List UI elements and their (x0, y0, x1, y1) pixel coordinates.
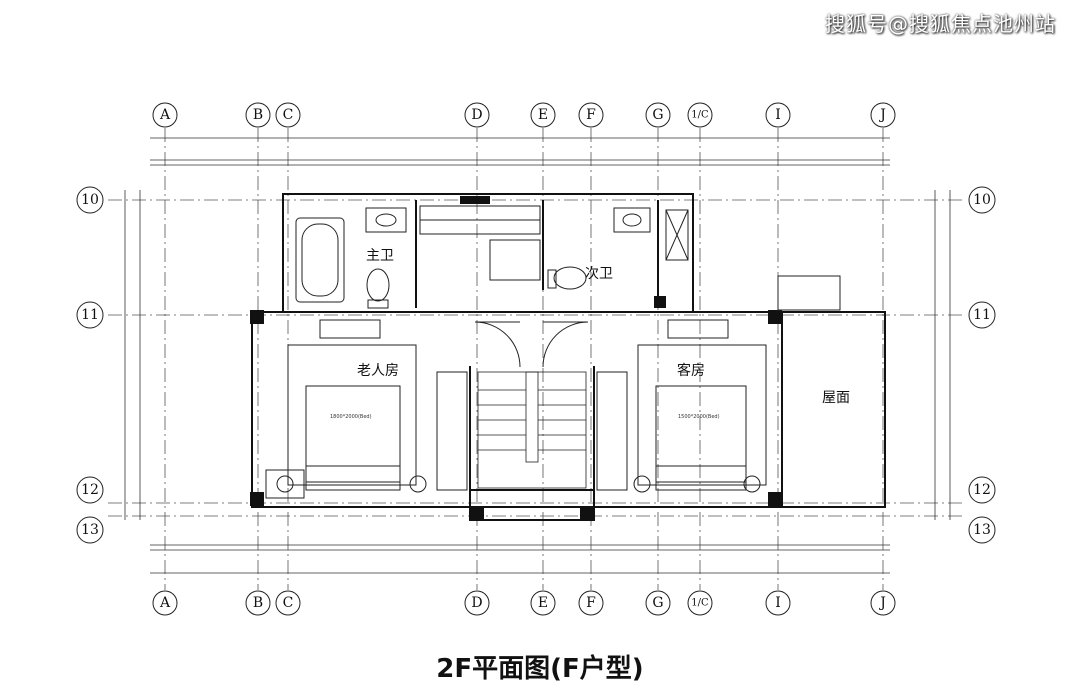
axis-label-13-right: 13 (973, 522, 991, 538)
axis-label-D: D (471, 107, 482, 123)
wall-columns (250, 196, 782, 520)
axis-label-E-bottom: E (538, 595, 548, 611)
axis-label-11: 11 (81, 307, 99, 323)
axis-bubbles (76, 102, 996, 616)
axis-label-13: 13 (81, 522, 99, 538)
axis-labels-top: A B C D E F G 1/C I J (159, 107, 886, 123)
walls (251, 193, 886, 521)
axis-label-12-right: 12 (973, 482, 991, 498)
axis-label-12: 12 (81, 482, 99, 498)
axis-labels-left: 10 11 12 13 (81, 192, 99, 538)
right-dimension-lines (934, 190, 951, 520)
left-dimension-lines (124, 190, 141, 520)
axis-labels-right: 10 11 12 13 (973, 192, 991, 538)
wardrobes (319, 319, 729, 491)
bottom-dimension-lines (150, 544, 890, 574)
axis-label-G-bottom: G (652, 595, 663, 611)
room-label-guest-room: 客房 (677, 362, 705, 379)
axis-label-J-bottom: J (878, 595, 886, 611)
axis-label-G: G (652, 107, 663, 123)
bed-label-left: 1800*2000(Bed) (330, 414, 372, 420)
plan-title: 2F平面图(F户型) (436, 654, 644, 684)
axis-label-B: B (253, 107, 263, 123)
axis-label-B-bottom: B (253, 595, 263, 611)
axis-label-I-bottom: I (775, 595, 781, 611)
bed-right (633, 344, 767, 493)
room-label-roof: 屋面 (822, 390, 850, 406)
room-label-second-bath: 次卫 (585, 266, 613, 282)
axis-label-D-bottom: D (471, 595, 482, 611)
axis-label-A-bottom: A (159, 595, 171, 611)
shaft (665, 209, 689, 261)
doors (474, 321, 589, 368)
watermark: 搜狐号@搜狐焦点池州站 (825, 12, 1056, 36)
axis-label-1C: 1/C (691, 110, 709, 121)
sinks (365, 207, 651, 233)
room-label-elder-room: 老人房 (357, 363, 399, 379)
axis-labels-bottom: A B C D E F G 1/C I J (159, 595, 886, 611)
desk (489, 239, 541, 281)
axis-label-10: 10 (81, 192, 99, 208)
axis-label-J: J (878, 107, 886, 123)
axis-label-C: C (283, 107, 294, 123)
axis-label-11-right: 11 (973, 307, 991, 323)
bed-left (265, 344, 427, 499)
bathtub (295, 217, 345, 303)
closet (419, 205, 541, 235)
stairs (477, 371, 587, 489)
axis-label-E: E (538, 107, 548, 123)
axis-label-1C-bottom: 1/C (691, 598, 709, 609)
axis-label-F: F (586, 107, 596, 123)
axis-grid-lines (108, 128, 966, 590)
axis-label-F-bottom: F (586, 595, 596, 611)
bed-label-right: 1500*2000(Bed) (678, 414, 720, 420)
axis-label-I: I (775, 107, 781, 123)
roof-box (777, 275, 841, 311)
axis-label-C-bottom: C (283, 595, 294, 611)
top-dimension-lines (150, 137, 890, 166)
room-label-master-bath: 主卫 (366, 248, 394, 264)
toilets (366, 266, 587, 309)
axis-label-A: A (159, 107, 171, 123)
axis-label-10-right: 10 (973, 192, 991, 208)
